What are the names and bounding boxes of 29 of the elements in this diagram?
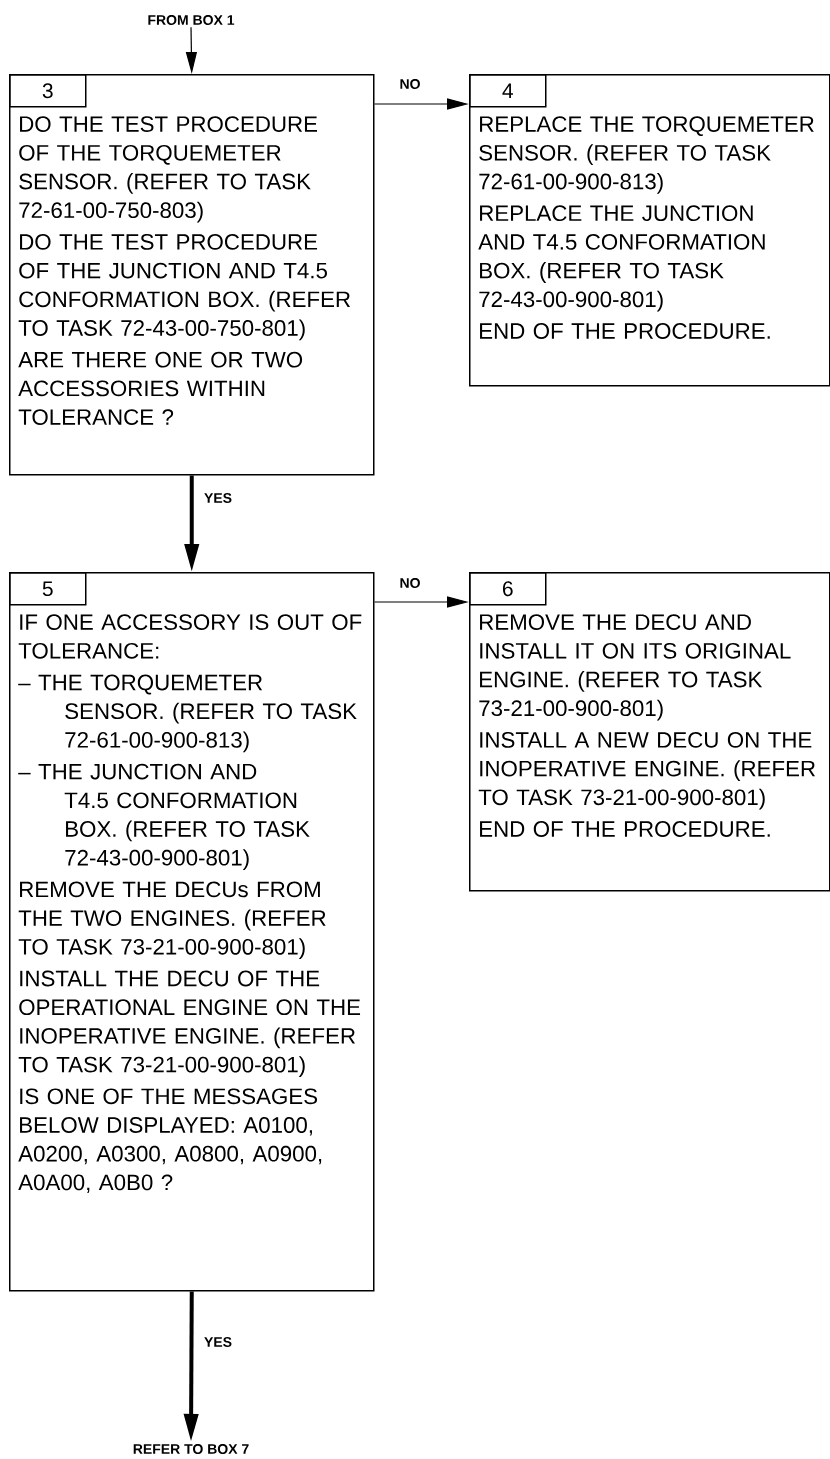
instruction-text: REMOVE THE DECU AND INSTALL IT ON ITS ORIGINAL ENGINE. (REFER TO TASK 73-21-00-900-801): [479, 614, 791, 721]
instruction-text: END OF THE PROCEDURE.: [480, 821, 770, 837]
process-box: [9, 572, 375, 1292]
edge-label: YES: [203, 492, 233, 504]
instruction-text: INSTALL THE DECU OF THE OPERATIONAL ENGINE ON THE INOPERATIVE ENGINE. (REFER TO TASK 73-21-00-900-801): [18, 970, 361, 1077]
edge-label: NO: [398, 577, 422, 589]
instruction-text: REPLACE THE JUNCTION AND T4.5 CONFORMATION BOX. (REFER TO TASK 72-43-00-900-801): [478, 205, 765, 312]
instruction-text: IF ONE ACCESSORY IS OUT OF TOLERANCE:: [18, 614, 362, 659]
number-tab: 6: [469, 572, 547, 606]
edge-label: NO: [398, 78, 422, 90]
number-tab: 5: [9, 572, 87, 606]
process-box: [469, 74, 830, 387]
instruction-text: DO THE TEST PROCEDURE OF THE JUNCTION AND T4.5 CONFORMATION BOX. (REFER TO TASK 72-43-00-750-801): [18, 234, 350, 341]
number-tab: 4: [469, 74, 547, 108]
process-box: [469, 572, 830, 892]
instruction-text: REPLACE THE TORQUEMETER SENSOR. (REFER TO TASK 72-61-00-900-813): [479, 116, 814, 194]
instruction-text: INSTALL A NEW DECU ON THE INOPERATIVE ENGINE. (REFER TO TASK 73-21-00-900-801): [478, 732, 815, 810]
instruction-text: – THE TORQUEMETER SENSOR. (REFER TO TASK 72-61-00-900-813): [18, 674, 357, 753]
instruction-text: END OF THE PROCEDURE.: [480, 323, 770, 339]
instruction-text: REMOVE THE DECUs FROM THE TWO ENGINES. (REFER TO TASK 73-21-00-900-801): [18, 881, 326, 960]
edge-label: YES: [203, 1336, 233, 1348]
instruction-text: – THE JUNCTION AND T4.5 CONFORMATION BOX. (REFER TO TASK 72-43-00-900-801): [18, 763, 310, 870]
connector-label: REFER TO BOX 7: [133, 1444, 249, 1454]
process-box: [9, 74, 375, 476]
connector-label: FROM BOX 1: [148, 15, 235, 25]
instruction-text: DO THE TEST PROCEDURE OF THE TORQUEMETER SENSOR. (REFER TO TASK 72-61-00-750-803): [19, 116, 318, 223]
instruction-text: IS ONE OF THE MESSAGES BELOW DISPLAYED: A0100, A0200, A0300, A0800, A0900, A0A00, A0B0 ?: [18, 1088, 322, 1193]
number-tab: 3: [9, 74, 87, 108]
instruction-text: ARE THERE ONE OR TWO ACCESSORIES WITHIN TOLERANCE ?: [18, 351, 303, 425]
